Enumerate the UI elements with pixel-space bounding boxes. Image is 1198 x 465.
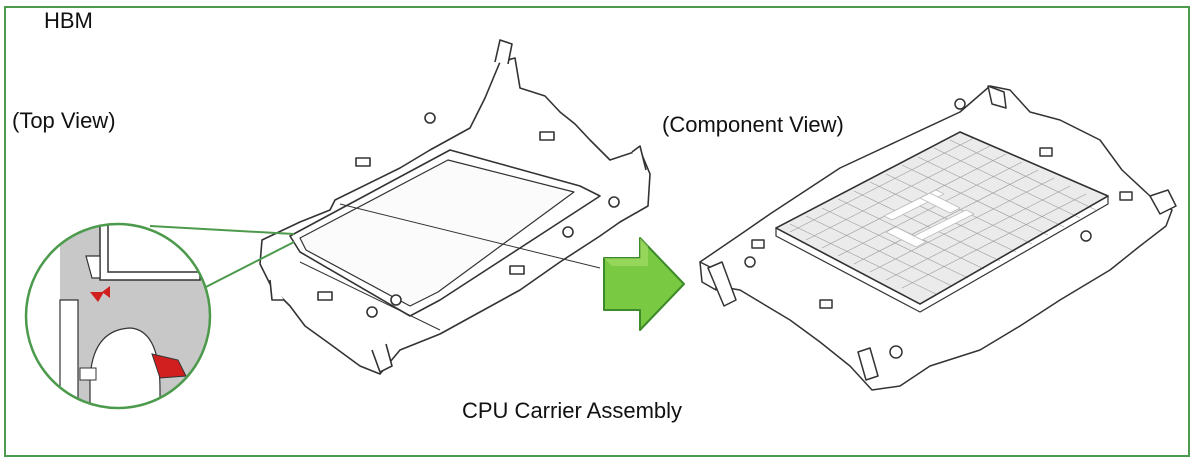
- carrier-component-view: [699, 85, 1177, 391]
- figure-title: HBM: [44, 8, 93, 33]
- top-view-label: (Top View): [12, 108, 116, 133]
- detail-magnifier-icon: [24, 222, 212, 410]
- figure-caption: CPU Carrier Assembly: [462, 398, 683, 423]
- component-view-label: (Component View): [662, 112, 844, 137]
- right-arrow-icon: [603, 237, 685, 331]
- cpu-lga-grid: [789, 137, 1097, 295]
- magnifier-leaders: [149, 225, 295, 291]
- carrier-top-view: [259, 39, 651, 375]
